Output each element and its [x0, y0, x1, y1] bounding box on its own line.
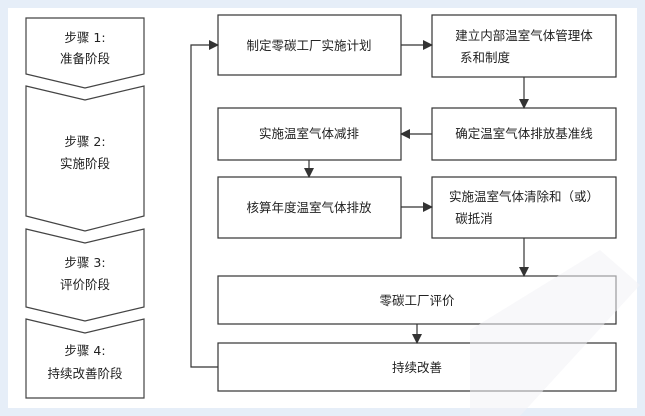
stage-1: 步骤 1: 准备阶段	[25, 17, 145, 89]
stage-3: 步骤 3: 评价阶段	[25, 228, 145, 322]
stage-3-title: 步骤 3:	[64, 255, 105, 270]
arrow-improve-loop-to-plan	[190, 40, 219, 368]
box-reduce-text: 实施温室气体减排	[259, 126, 360, 141]
box-plan-text: 制定零碳工厂实施计划	[246, 38, 371, 53]
stage-2-title: 步骤 2:	[64, 134, 105, 149]
box-verify: 核算年度温室气体排放	[217, 176, 402, 239]
box-offset: 实施温室气体清除和（或） 碳抵消	[431, 176, 617, 239]
stage-4: 步骤 4: 持续改善阶段	[25, 318, 145, 399]
box-system: 建立内部温室气体管理体 系和制度	[431, 14, 617, 78]
box-offset-line2: 碳抵消	[455, 211, 493, 226]
box-offset-line1: 实施温室气体清除和（或）	[449, 189, 599, 204]
box-system-line2: 系和制度	[460, 50, 511, 65]
box-verify-text: 核算年度温室气体排放	[246, 200, 372, 215]
box-plan: 制定零碳工厂实施计划	[217, 14, 402, 76]
box-system-line1: 建立内部温室气体管理体	[455, 28, 593, 43]
stage-4-label: 持续改善阶段	[47, 366, 122, 381]
stage-2-label: 实施阶段	[60, 156, 110, 171]
stage-4-title: 步骤 4:	[64, 343, 105, 358]
box-evaluate-text: 零碳工厂评价	[379, 293, 455, 308]
box-baseline: 确定温室气体排放基准线	[431, 107, 617, 161]
watermark-shape	[470, 250, 640, 416]
box-improve-text: 持续改善	[392, 360, 442, 375]
stage-2: 步骤 2: 实施阶段	[25, 85, 145, 232]
box-reduce: 实施温室气体减排	[217, 107, 402, 161]
stage-1-title: 步骤 1:	[64, 30, 105, 45]
box-baseline-text: 确定温室气体排放基准线	[455, 126, 593, 141]
stage-1-label: 准备阶段	[60, 51, 110, 66]
stage-3-label: 评价阶段	[60, 277, 110, 292]
